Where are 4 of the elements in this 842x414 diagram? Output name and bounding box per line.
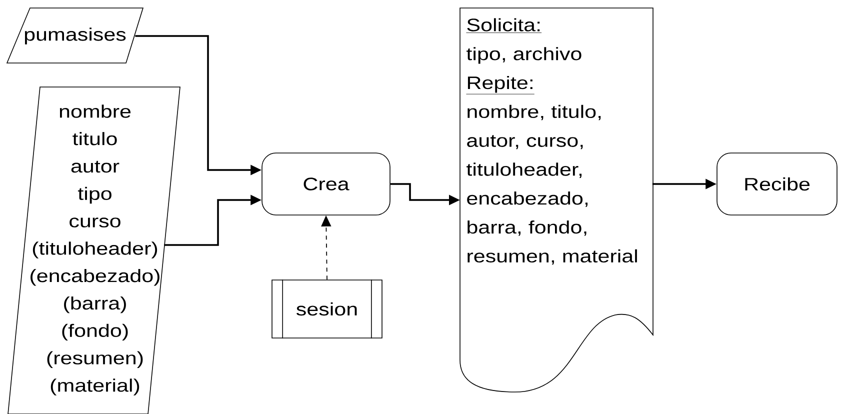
data-parallelogram: nombre titulo autor tipo curso (tituloheader) (encabezado) (barra) (fondo) (resumen) (material) bbox=[8, 86, 180, 414]
process-box: Crea bbox=[262, 152, 390, 216]
predefined-process-box: sesion bbox=[272, 279, 382, 339]
process-box: Recibe bbox=[716, 152, 838, 216]
